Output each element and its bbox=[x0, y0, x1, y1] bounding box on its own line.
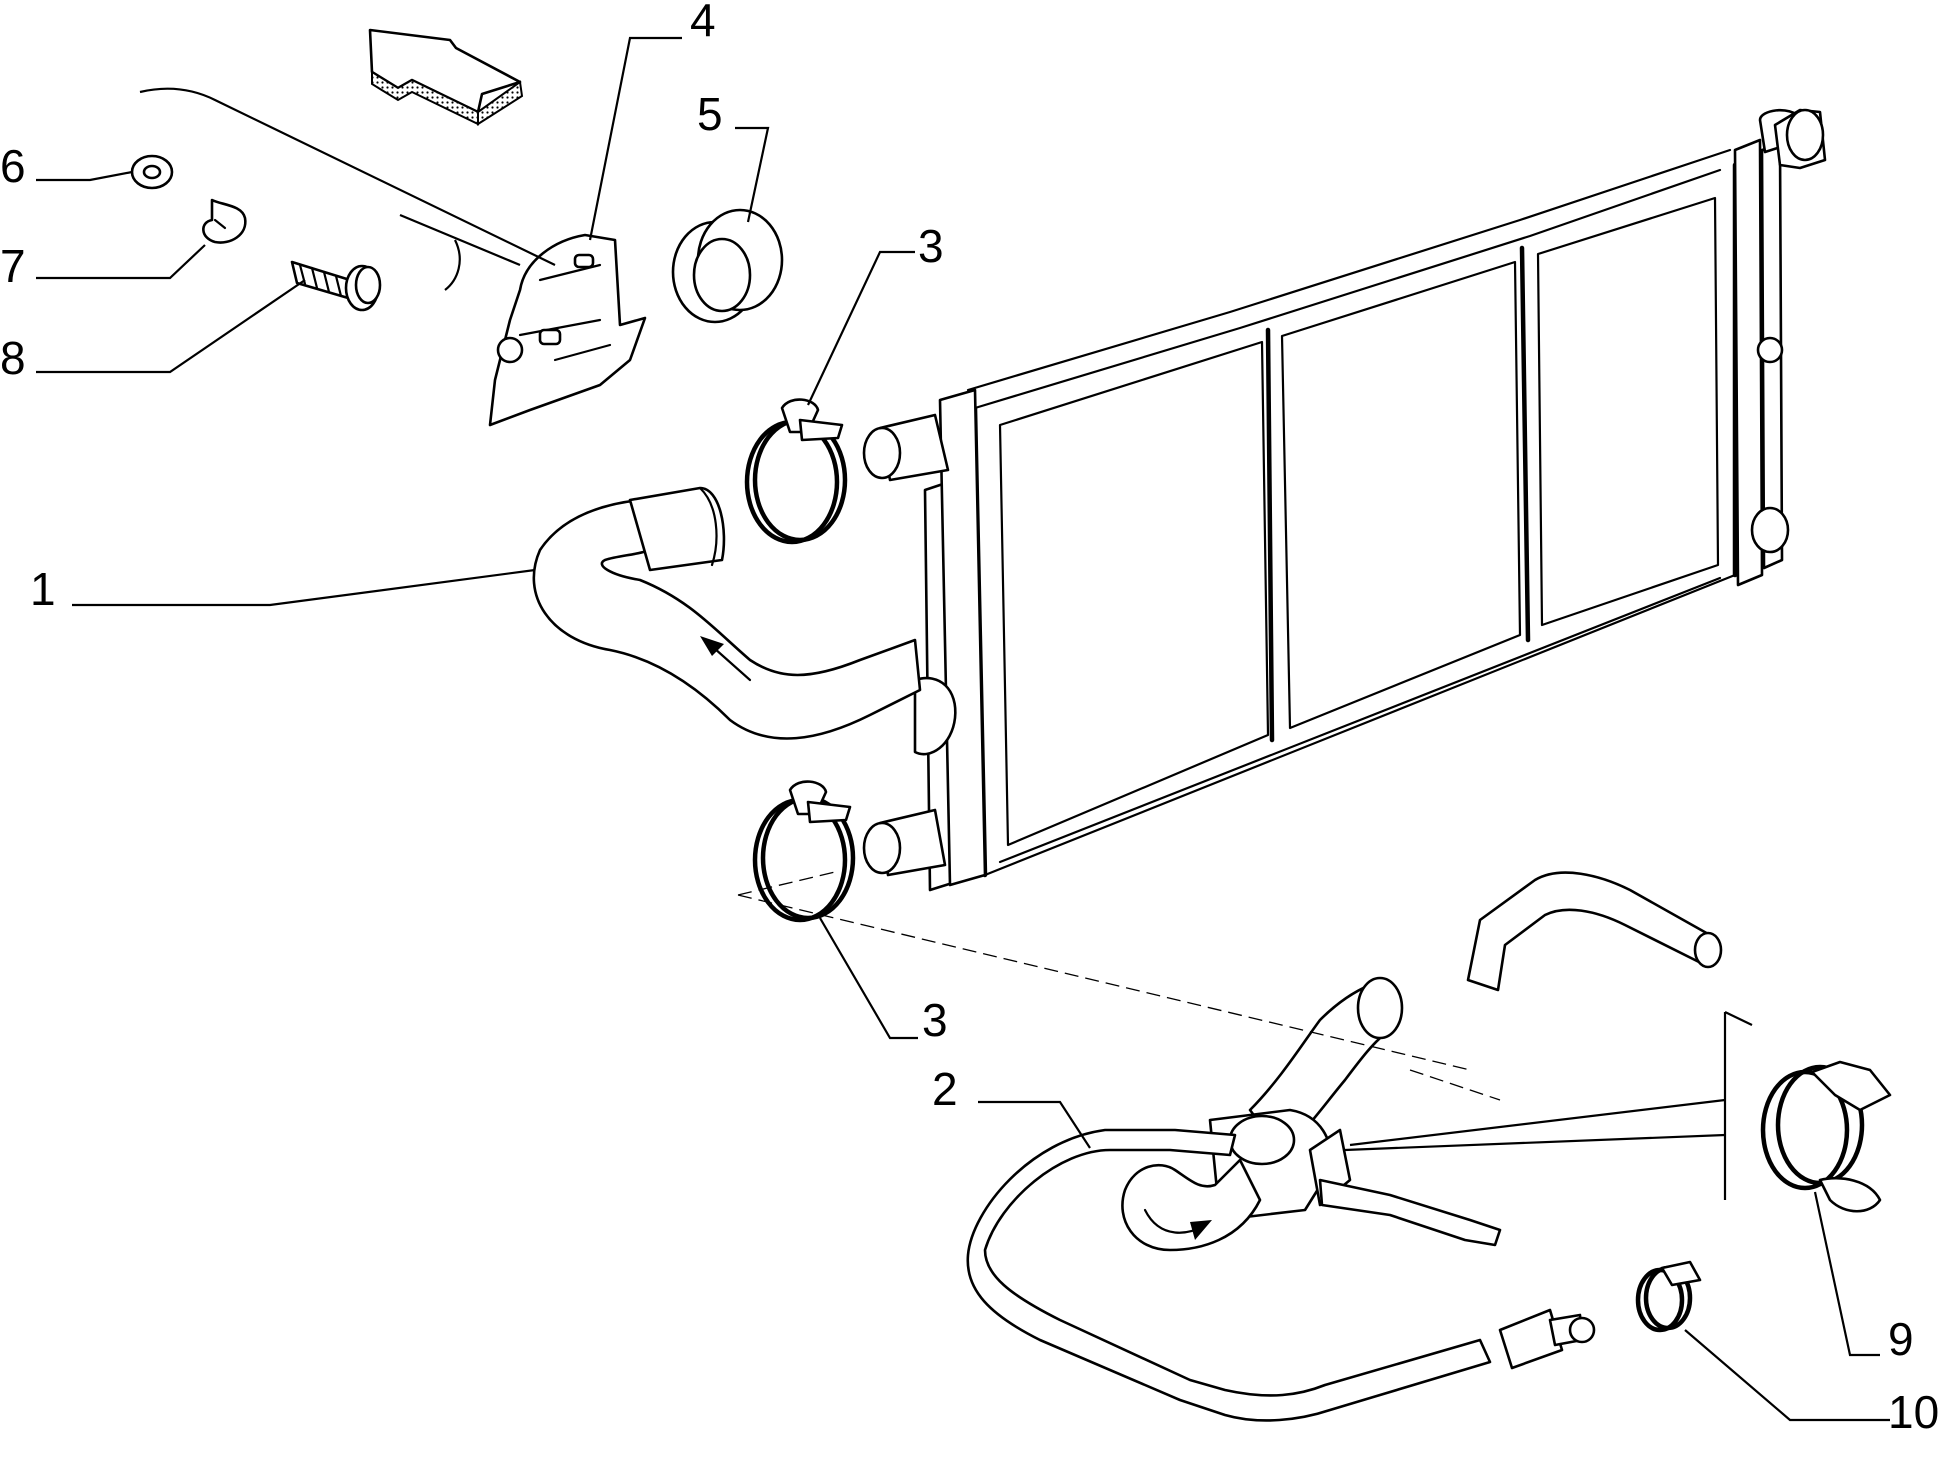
hose-clamp-lower bbox=[752, 780, 856, 923]
radiator bbox=[862, 108, 1827, 892]
washer bbox=[130, 154, 174, 190]
callout-5: 5 bbox=[697, 88, 723, 140]
callout-6: 6 bbox=[0, 140, 26, 192]
bolt bbox=[290, 260, 382, 312]
callout-2: 2 bbox=[932, 1063, 958, 1115]
leader-lines bbox=[36, 36, 1890, 1422]
callout-10: 10 bbox=[1888, 1386, 1939, 1438]
mounting-bracket bbox=[488, 233, 647, 427]
callout-8: 8 bbox=[0, 332, 26, 384]
upper-radiator-hose bbox=[532, 486, 922, 740]
callout-3-lower: 3 bbox=[922, 994, 948, 1046]
lower-radiator-hose-assembly bbox=[966, 871, 1723, 1422]
alignment-dashed-lines bbox=[737, 871, 1501, 1101]
rubber-grommet bbox=[671, 208, 784, 324]
callout-1: 1 bbox=[30, 563, 56, 615]
callout-labels: 1 2 3 3 4 5 6 7 8 9 10 bbox=[0, 0, 1939, 1438]
callout-3-upper: 3 bbox=[918, 220, 944, 272]
callout-7: 7 bbox=[0, 240, 26, 292]
callout-9: 9 bbox=[1888, 1313, 1914, 1365]
spring-washer bbox=[202, 198, 247, 244]
direction-arrow-icon bbox=[368, 28, 524, 126]
hose-clamp-upper bbox=[744, 398, 848, 545]
worm-clamp-small bbox=[1635, 1260, 1702, 1333]
worm-clamp-large bbox=[1760, 1060, 1892, 1213]
callout-4: 4 bbox=[690, 0, 716, 46]
